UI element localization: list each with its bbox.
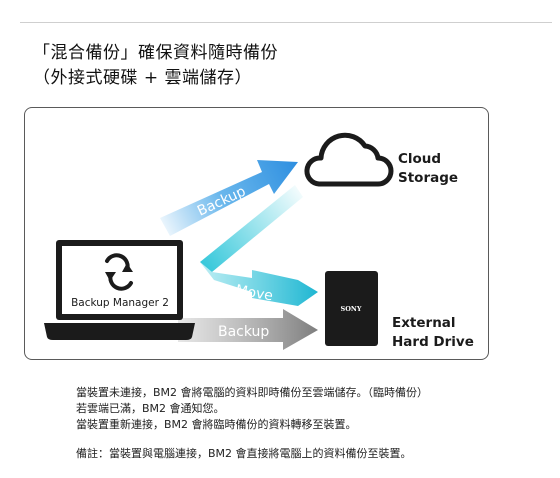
external-drive-icon	[325, 271, 378, 346]
backup-to-drive-arrow	[178, 309, 318, 350]
external-drive-label-line-1: External	[392, 315, 456, 331]
cloud-storage-label-line-1: Cloud	[398, 151, 441, 167]
diagram-panel	[24, 107, 489, 360]
note-line-4: 備註：當裝置與電腦連接，BM2 會直接將電腦上的資料備份至裝置。	[76, 447, 412, 460]
drive-brand-label: SONY	[341, 305, 362, 313]
backup-to-cloud-arrow	[160, 160, 298, 236]
move-arrow	[200, 185, 318, 306]
backup-to-drive-label: Backup	[218, 324, 269, 340]
cloud-storage-label-line-2: Storage	[398, 170, 458, 186]
laptop-app-label: Backup Manager 2	[71, 297, 169, 309]
note-line-1: 當裝置未連接，BM2 會將電腦的資料即時備份至雲端儲存。（臨時備份）	[76, 386, 429, 399]
move-arrow-label: Move	[234, 282, 274, 304]
note-line-3: 當裝置重新連接，BM2 會將臨時備份的資料轉移至裝置。	[76, 418, 357, 431]
backup-to-cloud-label: Backup	[195, 183, 248, 219]
sync-icon	[105, 253, 133, 291]
note-line-2: 若雲端已滿，BM2 會通知您。	[76, 402, 225, 415]
cloud-icon	[304, 132, 394, 187]
notes-block: 當裝置未連接，BM2 會將電腦的資料即時備份至雲端儲存。（臨時備份） 若雲端已滿…	[76, 385, 428, 462]
top-divider	[20, 22, 552, 23]
page-title-line-2: （外接式硬碟 + 雲端儲存）	[33, 68, 253, 88]
laptop-icon	[44, 240, 195, 340]
page-title-line-1: 「混合備份」確保資料隨時備份	[33, 43, 278, 63]
external-drive-label-line-2: Hard Drive	[392, 334, 474, 350]
